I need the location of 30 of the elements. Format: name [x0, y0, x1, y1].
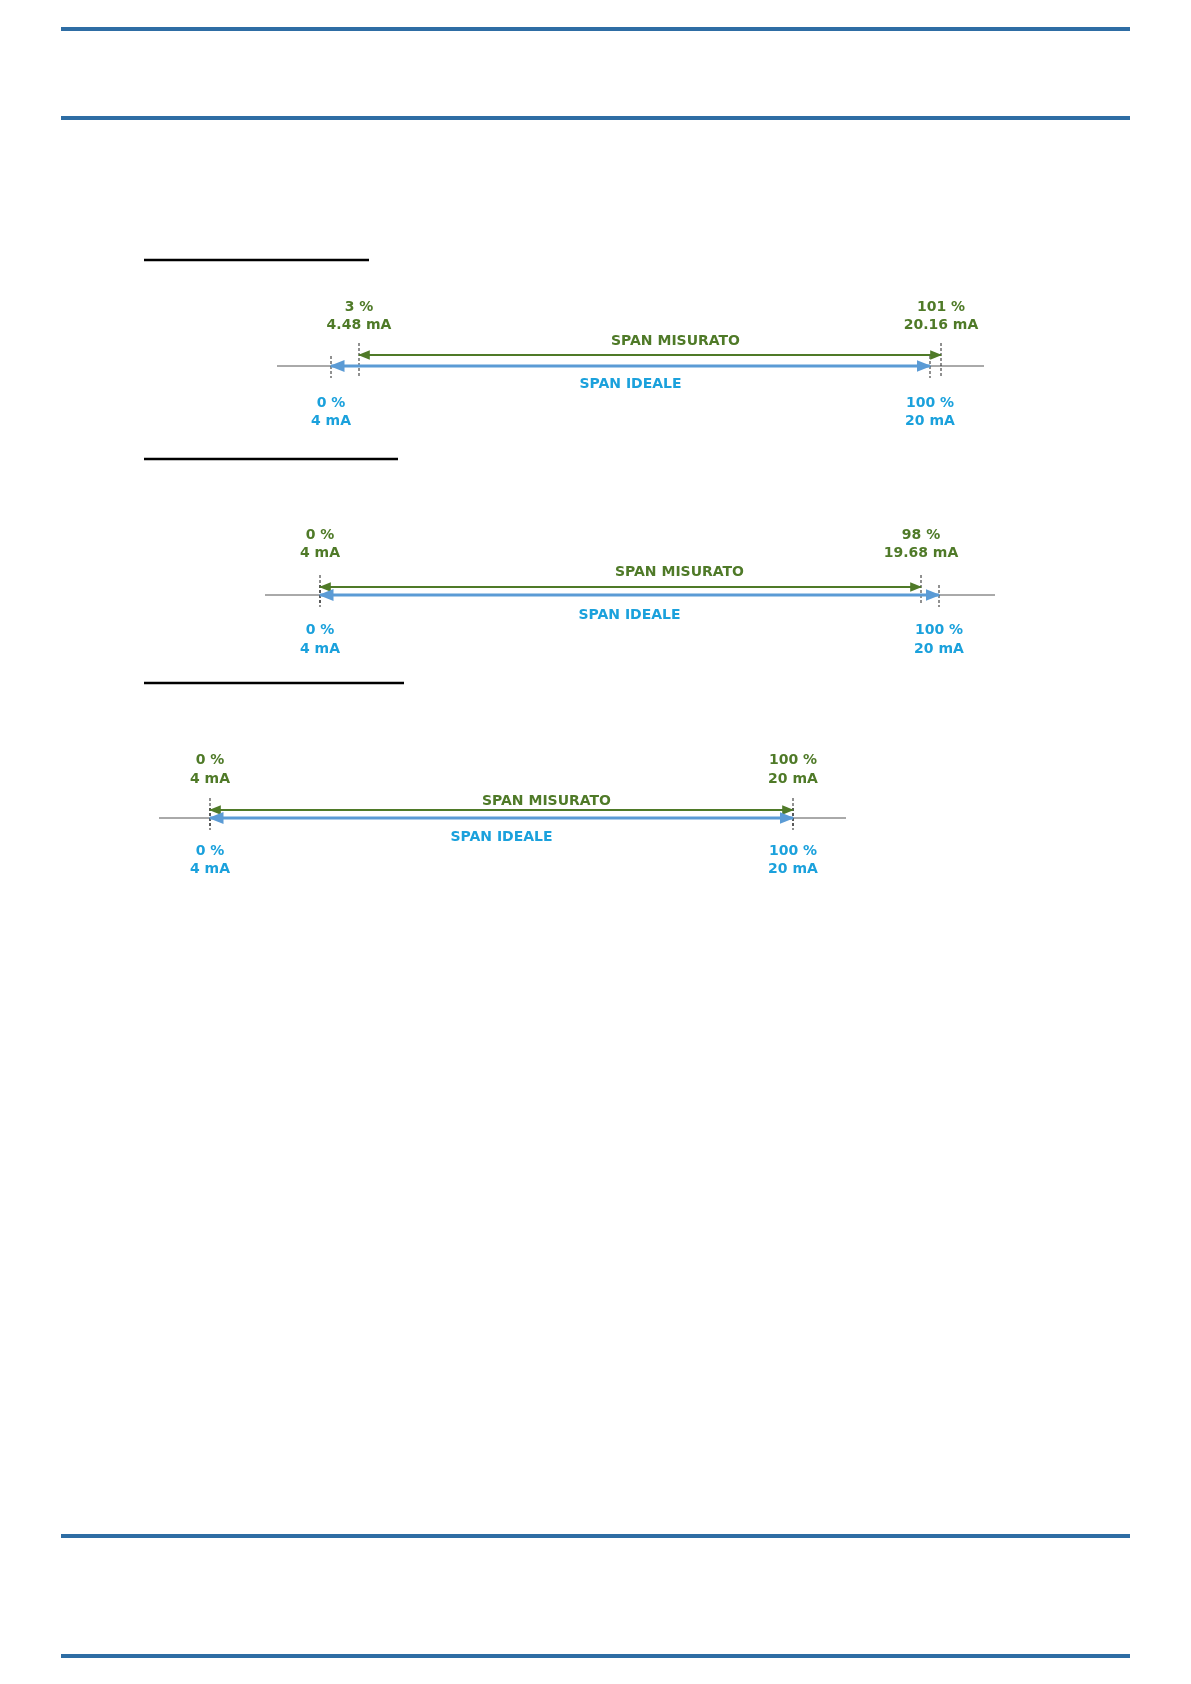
value-label: 4 mA [190, 859, 230, 877]
value-label: 0 % [316, 393, 346, 411]
value-label: 20 mA [768, 769, 818, 787]
span-label: SPAN MISURATO [614, 562, 745, 580]
value-label: 98 % [901, 525, 941, 543]
value-label: 4 mA [300, 543, 340, 561]
value-label: 20.16 mA [903, 315, 979, 333]
value-label: 20 mA [905, 411, 955, 429]
span-label: SPAN IDEALE [579, 374, 682, 392]
value-label: 100 % [905, 393, 955, 411]
value-label: 0 % [195, 841, 225, 859]
span-label: SPAN MISURATO [610, 331, 741, 349]
value-label: 0 % [305, 525, 335, 543]
span-label: SPAN MISURATO [481, 791, 612, 809]
value-label: 100 % [768, 841, 818, 859]
value-label: 100 % [914, 620, 964, 638]
span-label: SPAN IDEALE [578, 605, 681, 623]
value-label: 4 mA [300, 639, 340, 657]
value-label: 0 % [305, 620, 335, 638]
value-label: 4.48 mA [326, 315, 392, 333]
value-label: 19.68 mA [883, 543, 959, 561]
value-label: 3 % [344, 297, 374, 315]
value-label: 20 mA [768, 859, 818, 877]
value-label: 20 mA [914, 639, 964, 657]
value-label: 4 mA [190, 769, 230, 787]
value-label: 100 % [768, 750, 818, 768]
value-label: 0 % [195, 750, 225, 768]
value-label: 101 % [916, 297, 966, 315]
value-label: 4 mA [311, 411, 351, 429]
span-label: SPAN IDEALE [450, 827, 553, 845]
